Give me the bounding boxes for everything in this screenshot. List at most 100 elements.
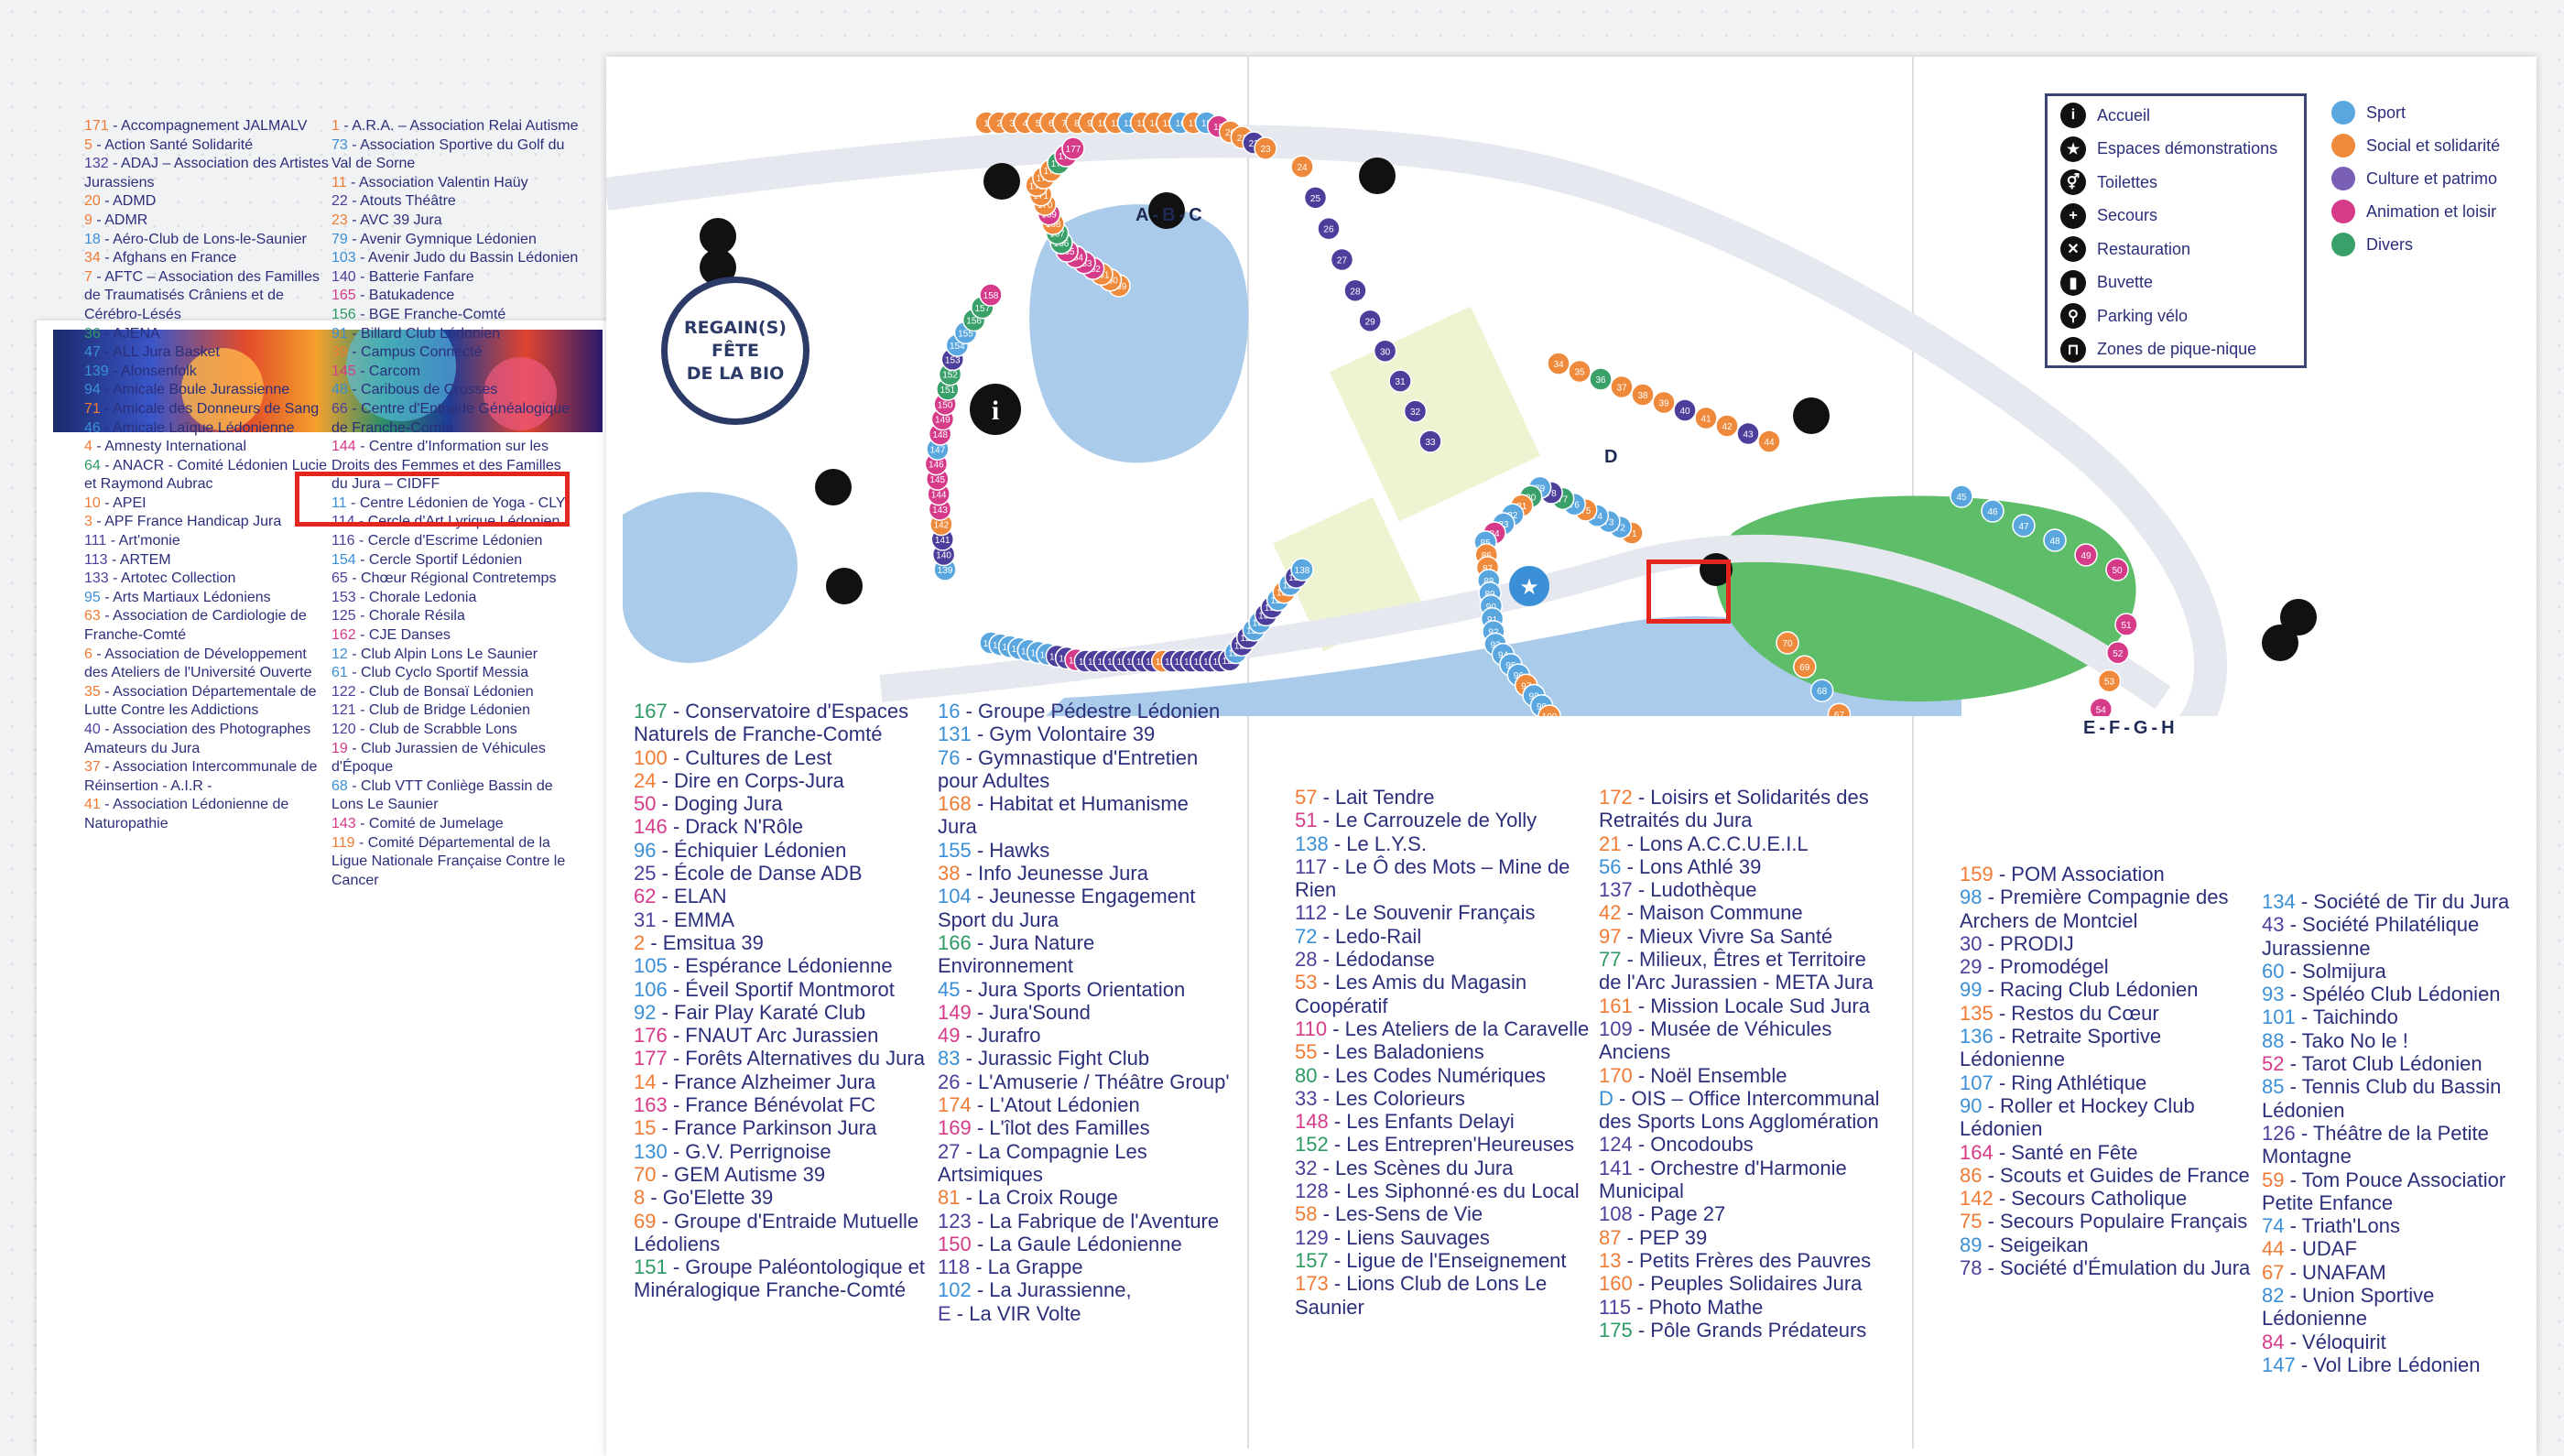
association-name: - Les Amis du Magasin Coopératif bbox=[1295, 971, 1527, 1017]
association-entry: 64 - ANACR - Comité Lédonien Lucie et Ra… bbox=[84, 457, 333, 494]
association-name: - Théâtre de la Petite Montagne bbox=[2262, 1121, 2489, 1168]
stand-marker-number: 157 bbox=[974, 304, 990, 314]
association-entry: 22 - Atouts Théâtre bbox=[331, 192, 581, 212]
association-entry: 103 - Avenir Judo du Bassin Lédonien bbox=[331, 249, 581, 268]
stand-number: 28 bbox=[1295, 948, 1318, 972]
restaurant-icon: ✕ bbox=[2060, 236, 2086, 262]
association-name: - Vol Libre Lédonien bbox=[2295, 1353, 2481, 1376]
legend-label: Toilettes bbox=[2097, 172, 2158, 191]
stand-marker-number: 22 bbox=[1249, 139, 1260, 149]
association-entry: 132 - ADAJ – Association des Artistes Ju… bbox=[84, 155, 333, 192]
association-name: - L'îlot des Familles bbox=[971, 1116, 1150, 1140]
association-name: - Tarot Club Lédonien bbox=[2284, 1052, 2483, 1076]
stand-number: 99 bbox=[1960, 978, 1983, 1002]
association-entry: 164 - Santé en Fête bbox=[1960, 1141, 2253, 1164]
stand-marker-number: 72 bbox=[1615, 524, 1626, 534]
association-entry: 36 - AJENA bbox=[84, 325, 333, 344]
svg-text:★: ★ bbox=[1519, 575, 1539, 600]
association-name: - Amicale des Donneurs de Sang bbox=[100, 400, 320, 417]
stand-marker-number: 36 bbox=[1595, 375, 1606, 386]
association-entry: 142 - Secours Catholique bbox=[1960, 1187, 2253, 1210]
association-name: - La Compagnie Les Artsimiques bbox=[938, 1139, 1147, 1186]
association-entry: 10 - APEI bbox=[84, 494, 333, 514]
stand-number: 27 bbox=[938, 1139, 961, 1163]
stand-number: 133 bbox=[84, 570, 109, 587]
stand-marker-number: 177 bbox=[1066, 145, 1081, 155]
association-entry: 41 - Association Lédonienne de Naturopat… bbox=[84, 796, 333, 833]
association-entry: 91 - Billard Club Lédonien bbox=[331, 325, 581, 344]
stand-number: 58 bbox=[1295, 1202, 1318, 1226]
stand-marker-number: 13 bbox=[1136, 119, 1147, 129]
stand-marker-number: 169 bbox=[1041, 211, 1057, 221]
stand-number: 93 bbox=[2262, 983, 2285, 1006]
association-entry: 81 - La Croix Rouge bbox=[938, 1186, 1231, 1209]
association-entry: 14 - France Alzheimer Jura bbox=[634, 1070, 936, 1093]
stand-marker: 44 bbox=[1757, 429, 1781, 453]
association-name: - Association Intercommunale de Réinsert… bbox=[84, 759, 318, 794]
star-icon: ★ bbox=[2060, 136, 2086, 162]
association-name: - École de Danse ADB bbox=[656, 862, 863, 886]
association-name: - Art'monie bbox=[106, 533, 180, 549]
stand-number: D bbox=[1599, 1086, 1613, 1110]
legend-label: Accueil bbox=[2097, 105, 2151, 125]
association-name: - Hawks bbox=[971, 838, 1050, 862]
association-name: - Pôle Grands Prédateurs bbox=[1632, 1318, 1867, 1342]
stand-number: 145 bbox=[331, 363, 356, 379]
stand-number: 36 bbox=[84, 325, 101, 342]
stand-number: 166 bbox=[938, 930, 972, 954]
stand-marker-number: 147 bbox=[930, 445, 946, 455]
association-entry: 112 - Le Souvenir Français bbox=[1295, 901, 1597, 924]
association-entry: 176 - FNAUT Arc Jurassien bbox=[634, 1024, 936, 1047]
stand-number: 110 bbox=[1295, 1016, 1328, 1040]
stand-number: 94 bbox=[84, 382, 101, 398]
association-name: - Jeunesse Engagement Sport du Jura bbox=[938, 885, 1196, 931]
association-entry: 13 - Petits Frères des Pauvres bbox=[1599, 1249, 1892, 1272]
association-entry: 113 - ARTEM bbox=[84, 551, 333, 570]
association-entry: 105 - Espérance Lédonienne bbox=[634, 954, 936, 977]
association-name: - Société d'Émulation du Jura bbox=[1982, 1256, 2251, 1280]
category-legend-entry: Divers bbox=[2331, 233, 2413, 256]
association-name: - Amnesty International bbox=[92, 439, 246, 455]
association-name: - ARTEM bbox=[107, 551, 171, 568]
association-name: - Le L.Y.S. bbox=[1328, 831, 1427, 855]
association-entry: 101 - Taichindo bbox=[2262, 1005, 2527, 1028]
association-entry: 31 - EMMA bbox=[634, 908, 936, 931]
association-entry: 72 - Ledo-Rail bbox=[1295, 925, 1597, 948]
association-name: - Arts Martiaux Lédoniens bbox=[100, 589, 271, 605]
stand-marker-number: 19 bbox=[1213, 123, 1224, 133]
association-name: - Association Sportive du Golf du Val de… bbox=[331, 136, 565, 172]
association-name: - Aéro-Club de Lons-le-Saunier bbox=[100, 231, 307, 247]
association-name: - Taichindo bbox=[2295, 1005, 2398, 1029]
stand-marker-number: 44 bbox=[1764, 438, 1775, 448]
stand-marker-number: 71 bbox=[1626, 529, 1637, 539]
association-name: - Afghans en France bbox=[100, 250, 237, 266]
first-aid-icon: + bbox=[2060, 202, 2086, 229]
association-name: - Société de Tir du Jura bbox=[2295, 890, 2510, 913]
association-name: - Doging Jura bbox=[656, 792, 783, 816]
association-entry: 130 - G.V. Perrignoise bbox=[634, 1140, 936, 1163]
association-name: - Amicale Boule Jurassienne bbox=[100, 382, 290, 398]
stand-number: 140 bbox=[331, 268, 356, 285]
picnic-icon: ⊓ bbox=[2060, 336, 2086, 363]
association-entry: 7 - AFTC – Association des Familles de T… bbox=[84, 268, 333, 325]
association-name: - Amicale Laïque Lédonienne bbox=[100, 419, 295, 436]
bike-parking-icon bbox=[2280, 599, 2317, 636]
legend-entry: ✕Restauration bbox=[2060, 236, 2190, 262]
stand-marker-number: 158 bbox=[983, 291, 999, 301]
stand-number: 100 bbox=[634, 745, 668, 769]
association-entry: 24 - Dire en Corps-Jura bbox=[634, 769, 936, 792]
stand-number: 6 bbox=[84, 646, 92, 662]
association-entry: 40 - Association des Photographes Amateu… bbox=[84, 721, 333, 758]
association-name: - Habitat et Humanisme Jura bbox=[938, 792, 1189, 839]
stand-marker-number: 67 bbox=[1834, 711, 1845, 716]
association-entry: 19 - Club Jurassien de Véhicules d'Époqu… bbox=[331, 740, 581, 777]
stand-marker-number: 153 bbox=[945, 355, 961, 365]
association-entry: 119 - Comité Départemental de la Ligue N… bbox=[331, 834, 581, 891]
stand-number: 74 bbox=[2262, 1214, 2285, 1238]
association-name: - ANACR - Comité Lédonien Lucie et Raymo… bbox=[84, 457, 328, 493]
stand-marker-number: 80 bbox=[1526, 493, 1537, 503]
association-name: - Jurafro bbox=[960, 1024, 1041, 1048]
stand-marker-number: 145 bbox=[929, 475, 945, 485]
stand-marker: 38 bbox=[1631, 383, 1655, 407]
